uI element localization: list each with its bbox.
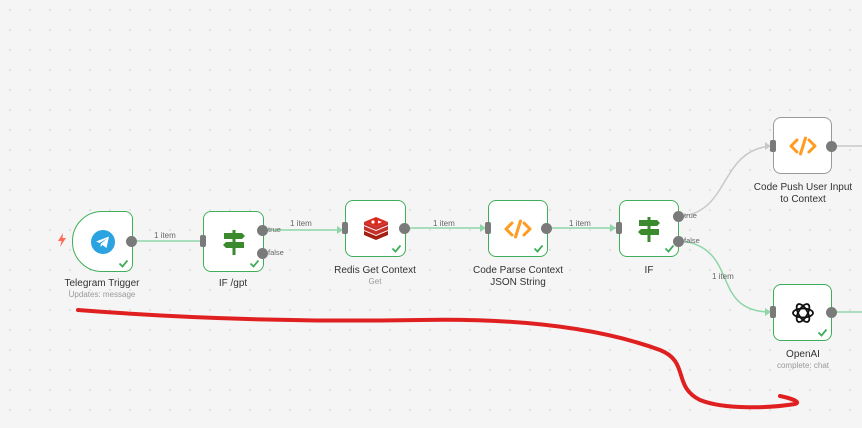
code-push-user-input-node[interactable] (773, 117, 832, 174)
if-true-label: true (684, 211, 697, 220)
code-push-input-port[interactable] (770, 140, 776, 152)
telegram-trigger-node[interactable] (72, 211, 133, 272)
code-push-label-line1: Code Push User Input (753, 182, 853, 193)
openai-icon (791, 302, 814, 323)
code-icon (789, 136, 816, 155)
openai-node[interactable] (773, 284, 832, 341)
edge-label-1: 1 item (154, 231, 176, 240)
openai-label: OpenAI (786, 349, 820, 360)
if-label: IF (644, 265, 654, 276)
check-icon (817, 328, 828, 337)
edge-label-5: 1 item (712, 272, 734, 281)
check-icon (118, 259, 129, 268)
redis-input-port[interactable] (342, 222, 348, 234)
code-parse-context-node[interactable] (488, 200, 548, 257)
check-icon (249, 259, 260, 268)
edge-label-2: 1 item (290, 219, 312, 228)
redis-output-port[interactable] (399, 223, 410, 234)
if-false-label: false (684, 236, 700, 245)
bolt-icon (58, 233, 66, 247)
if-true-port[interactable] (673, 211, 684, 222)
if-gpt-label: IF /gpt (218, 278, 248, 289)
telegram-sublabel: Updates: message (68, 290, 136, 299)
code-parse-label-line2: JSON String (490, 277, 546, 288)
code-parse-output-port[interactable] (541, 223, 552, 234)
red-annotation-stroke (76, 308, 800, 410)
code-push-output-port[interactable] (826, 141, 837, 152)
telegram-icon (90, 229, 115, 254)
check-icon (664, 244, 675, 253)
if-signpost-icon (638, 216, 660, 242)
if-gpt-true-label: true (268, 225, 281, 234)
edge-label-4: 1 item (569, 219, 591, 228)
if-node[interactable] (619, 200, 679, 257)
openai-sublabel: complete: chat (776, 361, 830, 370)
check-icon (391, 244, 402, 253)
code-parse-label-line1: Code Parse Context (472, 265, 564, 276)
redis-icon (363, 216, 388, 240)
telegram-output-port[interactable] (126, 236, 137, 247)
code-parse-input-port[interactable] (485, 222, 491, 234)
redis-label: Redis Get Context (334, 265, 416, 276)
if-gpt-false-port[interactable] (257, 248, 268, 259)
if-input-port[interactable] (616, 222, 622, 234)
if-gpt-false-label: false (268, 248, 284, 257)
code-push-label-line2: to Context (780, 194, 826, 205)
if-signpost-icon (222, 229, 245, 255)
edge-if2-codepush (682, 145, 772, 217)
code-icon (504, 219, 532, 238)
if-gpt-node[interactable] (203, 211, 264, 272)
redis-sublabel: Get (368, 277, 382, 286)
redis-get-context-node[interactable] (345, 200, 406, 257)
if-false-port[interactable] (673, 236, 684, 247)
openai-output-port[interactable] (826, 307, 837, 318)
check-icon (533, 244, 544, 253)
edge-if2-openai (682, 240, 772, 313)
edge-label-3: 1 item (433, 219, 455, 228)
openai-input-port[interactable] (770, 306, 776, 318)
if-gpt-true-port[interactable] (257, 225, 268, 236)
telegram-label: Telegram Trigger (64, 278, 140, 289)
if-gpt-input-port[interactable] (200, 235, 206, 247)
